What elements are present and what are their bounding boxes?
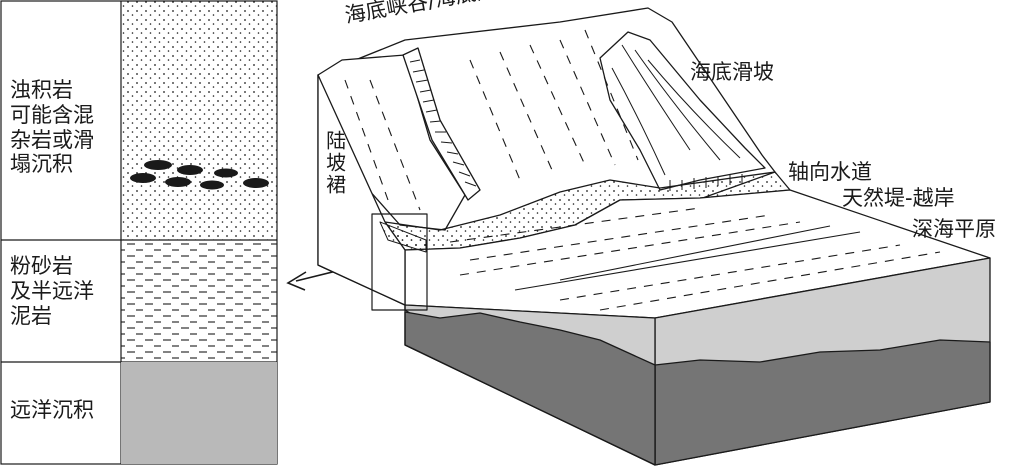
block-diagram: [317, 7, 991, 466]
basin-floor-dashes: [449, 207, 941, 311]
column-label-turbidite: 浊积岩 可能含混 杂岩或滑 塌沉积: [10, 78, 94, 177]
cobble-clasts: [130, 160, 269, 190]
stratigraphic-column: [0, 0, 278, 465]
label-slope-apron: 陆坡裙: [322, 130, 347, 196]
slide-scar: [599, 31, 766, 191]
label-levee-overbank: 天然堤-越岸: [842, 186, 955, 210]
label-abyssal-plain: 深海平原: [912, 217, 996, 241]
block-right-dark: [654, 339, 991, 466]
section-inset-box: [371, 213, 428, 311]
turbidite-fill: [121, 1, 277, 240]
canyon-wall-hatch: [409, 59, 477, 187]
label-axial-channel: 轴向水道: [788, 160, 872, 184]
label-submarine-slide: 海底滑坡: [690, 60, 774, 84]
block-left-face: [317, 74, 406, 306]
canyon-wall: [402, 47, 481, 201]
inset-wedge: [379, 221, 427, 253]
levee-channel-lines: [514, 225, 861, 291]
slope-dashes: [344, 29, 639, 211]
pelagic-fill: [121, 362, 277, 464]
siltstone-fill: [121, 240, 277, 362]
column-label-siltstone: 粉砂岩 及半远洋 泥岩: [10, 254, 94, 328]
column-label-pelagic: 远洋沉积: [10, 398, 94, 422]
